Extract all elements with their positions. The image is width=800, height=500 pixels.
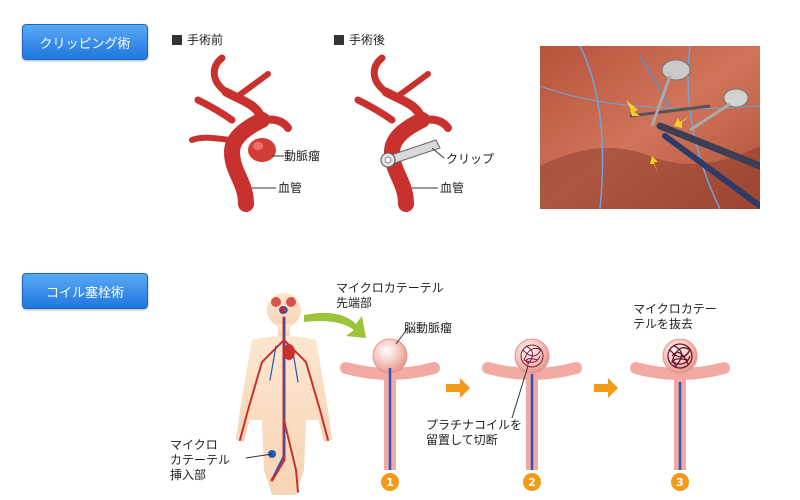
- step-3-badge: 3: [671, 473, 689, 491]
- catheter-insertion-label: マイクロ カテーテル 挿入部: [170, 438, 231, 482]
- catheter-withdraw-label: マイクロカテー テルを抜去: [633, 302, 717, 331]
- artery-after-illustration: [354, 54, 452, 212]
- body-arteries: [239, 316, 329, 493]
- clipping-button[interactable]: クリッピング術: [22, 24, 148, 60]
- coil-detach-label: プラチナコイルを 留置して切断: [426, 418, 523, 447]
- brain-aneurysm-pointer-line: [395, 327, 409, 345]
- after-surgery-title: 手術後: [334, 31, 385, 48]
- step-3-vessel: [630, 338, 730, 470]
- step-2-badge: 2: [523, 473, 541, 491]
- aneurysm-before: [248, 138, 276, 162]
- clip-label: クリップ: [446, 152, 495, 166]
- aneurysm-highlight: [253, 142, 263, 150]
- next-step-arrow-icon: [446, 378, 470, 398]
- square-bullet-icon: [334, 35, 344, 45]
- insertion-pointer-line: [245, 453, 273, 459]
- before-surgery-title: 手術前: [172, 31, 223, 48]
- clip-pointer-line: [431, 147, 445, 159]
- aneurysm-label: 動脈瘤: [284, 149, 321, 163]
- step-1-vessel: [340, 338, 440, 470]
- brain-vessels-icon: [271, 297, 296, 314]
- coil-pointer-line: [511, 365, 529, 419]
- surgical-clip-icon: [380, 139, 441, 168]
- surgical-photo: [540, 46, 760, 209]
- zoom-arrow-icon: [304, 312, 366, 338]
- step-2-vessel: [482, 338, 582, 470]
- brain-aneurysm-label: 脳動脈瘤: [404, 321, 453, 335]
- catheter-tip-label: マイクロカテーテル 先端部: [336, 281, 444, 310]
- vessel-label-after: 血管: [440, 181, 465, 195]
- artery-before-illustration: [189, 54, 292, 212]
- next-step-arrow-icon: [594, 378, 618, 398]
- heart-icon: [283, 344, 295, 360]
- coil-embolization-button[interactable]: コイル塞栓術: [22, 273, 148, 309]
- step-1-badge: 1: [381, 473, 399, 491]
- square-bullet-icon: [172, 35, 182, 45]
- vessel-label-before: 血管: [278, 181, 303, 195]
